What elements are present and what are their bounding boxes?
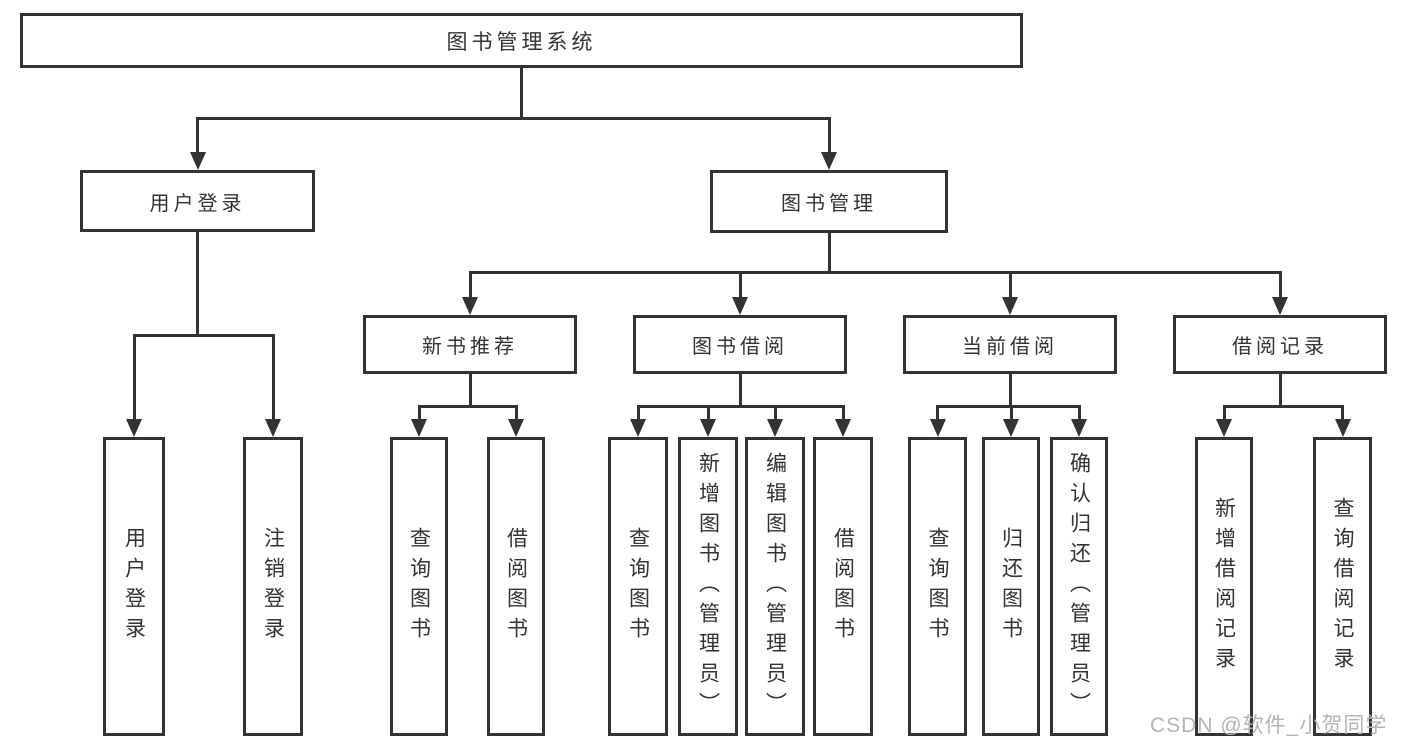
node-label: 借阅图书 <box>831 526 855 647</box>
connector-line <box>841 406 845 422</box>
connector-line <box>827 233 831 274</box>
node-add-books-admin: 新增图书（管理员） <box>678 437 738 736</box>
connector-line <box>196 116 831 120</box>
connector-arrowhead <box>767 419 783 437</box>
connector-line <box>936 406 939 422</box>
node-book-management: 图书管理 <box>710 170 948 233</box>
node-borrow-books-1: 借阅图书 <box>487 437 545 736</box>
node-confirm-return-admin: 确认归还（管理员） <box>1050 437 1108 736</box>
node-label: 新增借阅记录 <box>1212 496 1236 677</box>
node-library-management-system: 图书管理系统 <box>20 13 1023 68</box>
node-label: 当前借阅 <box>962 336 1058 358</box>
connector-arrowhead <box>462 297 478 315</box>
connector-line <box>827 118 831 155</box>
node-label: 新书推荐 <box>422 336 518 358</box>
connector-arrowhead <box>1003 419 1019 437</box>
connector-line <box>196 232 199 337</box>
connector-line <box>738 374 742 408</box>
connector-arrowhead <box>1216 419 1232 437</box>
connector-line <box>468 272 472 300</box>
node-new-book-recommend: 新书推荐 <box>363 315 577 374</box>
node-label: 查询借阅记录 <box>1331 496 1354 677</box>
node-label: 查询图书 <box>626 526 650 647</box>
connector-arrowhead <box>630 419 646 437</box>
node-borrow-books-2: 借阅图书 <box>813 437 873 736</box>
watermark: CSDN @软件_小贺同学 <box>1150 714 1388 737</box>
connector-arrowhead <box>1334 419 1351 437</box>
connector-arrowhead <box>126 419 142 437</box>
node-label: 借阅图书 <box>504 526 528 647</box>
node-label: 查询图书 <box>926 526 949 647</box>
node-label: 用户登录 <box>149 192 246 215</box>
node-query-books-2: 查询图书 <box>608 437 668 736</box>
connector-line <box>936 404 1081 408</box>
node-label: 借阅记录 <box>1232 336 1328 358</box>
connector-arrowhead <box>508 419 524 437</box>
connector-line <box>417 406 421 422</box>
node-label: 注销登录 <box>261 526 285 647</box>
connector-line <box>271 335 275 422</box>
connector-arrowhead <box>929 419 946 437</box>
node-current-borrowing: 当前借阅 <box>903 315 1117 374</box>
connector-line <box>1008 272 1012 300</box>
node-label: 编辑图书（管理员） <box>763 451 787 722</box>
connector-line <box>706 406 710 422</box>
node-label: 归还图书 <box>999 526 1023 647</box>
connector-line <box>520 68 523 120</box>
node-query-borrow-record: 查询借阅记录 <box>1313 437 1372 736</box>
connector-line <box>1077 406 1081 422</box>
node-label: 查询图书 <box>407 526 431 647</box>
node-label: 图书管理 <box>781 193 877 215</box>
node-query-books-3: 查询图书 <box>908 437 967 736</box>
node-logout: 注销登录 <box>243 437 303 736</box>
node-user-login-group: 用户登录 <box>80 170 315 232</box>
node-query-books-1: 查询图书 <box>390 437 448 736</box>
node-label: 确认归还（管理员） <box>1067 451 1091 722</box>
connector-line <box>636 406 640 422</box>
node-user-login: 用户登录 <box>103 437 165 736</box>
connector-line <box>1278 374 1282 408</box>
node-borrowing-records: 借阅记录 <box>1173 315 1387 374</box>
node-return-books: 归还图书 <box>982 437 1040 736</box>
connector-line <box>514 406 518 422</box>
connector-line <box>1008 374 1012 408</box>
connector-arrowhead <box>1272 297 1288 315</box>
connector-arrowhead <box>189 152 206 170</box>
connector-line <box>417 404 518 408</box>
connector-line <box>1341 406 1344 422</box>
node-label: 图书借阅 <box>692 336 788 358</box>
connector-line <box>773 406 777 422</box>
connector-arrowhead <box>411 419 427 437</box>
connector-line <box>132 335 136 422</box>
connector-line <box>468 270 1282 274</box>
connector-line <box>636 404 845 408</box>
connector-line <box>1009 406 1013 422</box>
connector-arrowhead <box>732 297 748 315</box>
node-add-borrow-record: 新增借阅记录 <box>1195 437 1253 736</box>
node-edit-books-admin: 编辑图书（管理员） <box>745 437 805 736</box>
connector-arrowhead <box>835 419 851 437</box>
connector-arrowhead <box>265 419 281 437</box>
node-label: 新增图书（管理员） <box>696 451 720 722</box>
connector-arrowhead <box>700 419 716 437</box>
connector-line <box>1222 404 1344 408</box>
connector-line <box>1222 406 1226 422</box>
node-book-borrowing: 图书借阅 <box>633 315 847 374</box>
node-label: 用户登录 <box>122 526 146 647</box>
connector-line <box>468 374 472 408</box>
connector-arrowhead <box>1071 419 1087 437</box>
connector-arrowhead <box>821 152 837 170</box>
connector-line <box>132 333 275 337</box>
connector-line <box>196 118 199 155</box>
node-label: 图书管理系统 <box>446 30 597 54</box>
connector-line <box>1278 272 1282 300</box>
connector-arrowhead <box>1002 297 1018 315</box>
connector-line <box>738 272 742 300</box>
